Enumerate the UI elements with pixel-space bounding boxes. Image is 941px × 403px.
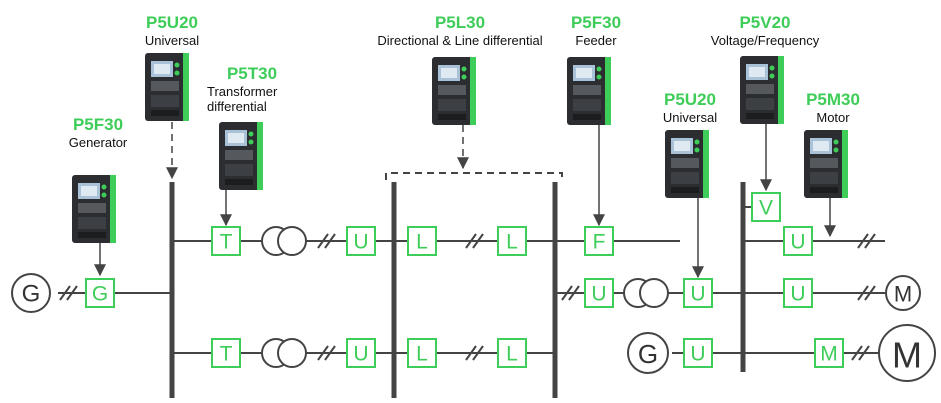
- svg-text:U: U: [690, 343, 705, 366]
- relay-p5m30-label: P5M30 Motor: [806, 90, 860, 125]
- svg-text:U: U: [690, 283, 705, 306]
- function-box-t: T: [211, 338, 241, 368]
- relay-device-p5u20-2: [665, 130, 709, 198]
- relay-code: P5U20: [664, 90, 716, 109]
- function-box-u: U: [584, 278, 614, 308]
- function-box-u: U: [346, 226, 376, 256]
- function-box-l: L: [497, 338, 527, 368]
- svg-text:L: L: [416, 231, 428, 254]
- function-box-u: U: [783, 226, 813, 256]
- svg-text:M: M: [894, 282, 912, 307]
- function-box-g: G: [85, 278, 115, 308]
- relay-p5u20-universal-2-label: P5U20 Universal: [663, 90, 717, 125]
- svg-text:G: G: [22, 281, 41, 308]
- svg-text:L: L: [506, 343, 518, 366]
- relay-arrows: [94, 122, 836, 279]
- svg-text:L: L: [506, 231, 518, 254]
- function-box-u: U: [346, 338, 376, 368]
- relay-device-p5v20: [740, 56, 784, 124]
- line-break-marks: [59, 233, 876, 361]
- svg-text:G: G: [638, 339, 658, 369]
- relay-code: P5T30: [226, 64, 278, 83]
- generator-icon: G: [11, 273, 51, 313]
- relay-p5f30-generator-label: P5F30 Generator: [69, 115, 128, 150]
- svg-text:F: F: [593, 231, 606, 254]
- relay-code: P5F30: [570, 13, 622, 32]
- svg-text:U: U: [353, 231, 368, 254]
- relay-description: Feeder: [575, 33, 617, 48]
- relay-description: Motor: [816, 110, 850, 125]
- relay-description: Universal: [144, 33, 200, 48]
- function-box-u: U: [683, 338, 713, 368]
- function-box-f: F: [584, 226, 614, 256]
- relay-description: Generator: [68, 135, 128, 150]
- svg-text:V: V: [759, 197, 773, 220]
- function-box-u: U: [683, 278, 713, 308]
- relay-p5l30-label: P5L30 Directional & Line differential: [377, 13, 542, 48]
- function-box-u: U: [783, 278, 813, 308]
- svg-text:T: T: [220, 231, 233, 254]
- relay-description: Universal: [662, 110, 718, 125]
- relay-code: P5U20: [146, 13, 198, 32]
- svg-text:M: M: [892, 335, 922, 376]
- function-box-t: T: [211, 226, 241, 256]
- function-box-m: M: [814, 338, 844, 368]
- relay-device-p5t30: [219, 122, 263, 190]
- svg-text:U: U: [790, 283, 805, 306]
- relay-code: P5M30: [806, 90, 860, 109]
- relay-description: Transformer differential: [207, 84, 278, 114]
- relay-description: Voltage/Frequency: [710, 33, 820, 48]
- svg-text:L: L: [416, 343, 428, 366]
- svg-text:U: U: [591, 283, 606, 306]
- busbars: [169, 182, 746, 398]
- relay-description: Directional & Line differential: [377, 33, 543, 48]
- function-box-l: L: [407, 338, 437, 368]
- motor-icon: M: [885, 275, 921, 311]
- svg-text:G: G: [92, 283, 108, 306]
- relay-p5v20-label: P5V20 Voltage/Frequency: [711, 13, 819, 48]
- relay-code: P5V20: [739, 13, 791, 32]
- transformer-icon: [261, 226, 669, 368]
- generator-icon: G: [627, 332, 669, 374]
- svg-text:U: U: [790, 231, 805, 254]
- relay-p5t30-label: P5T30 Transformer differential: [207, 64, 297, 114]
- relay-p5f30-feeder-label: P5F30 Feeder: [571, 13, 621, 48]
- relay-device-p5l30: [432, 57, 476, 125]
- relay-code: P5L30: [434, 13, 486, 32]
- function-box-v: V: [751, 192, 781, 222]
- relay-device-p5m30: [804, 130, 848, 198]
- function-box-l: L: [497, 226, 527, 256]
- relay-device-p5f30-generator: [72, 175, 116, 243]
- svg-text:M: M: [820, 343, 838, 366]
- relay-code: P5F30: [72, 115, 124, 134]
- relay-p5u20-universal-label: P5U20 Universal: [145, 13, 199, 48]
- relay-device-p5f30-feeder: [567, 57, 611, 125]
- svg-text:U: U: [353, 343, 368, 366]
- motor-icon: M: [878, 324, 936, 382]
- function-box-l: L: [407, 226, 437, 256]
- svg-text:T: T: [220, 343, 233, 366]
- relay-device-p5u20: [145, 53, 189, 121]
